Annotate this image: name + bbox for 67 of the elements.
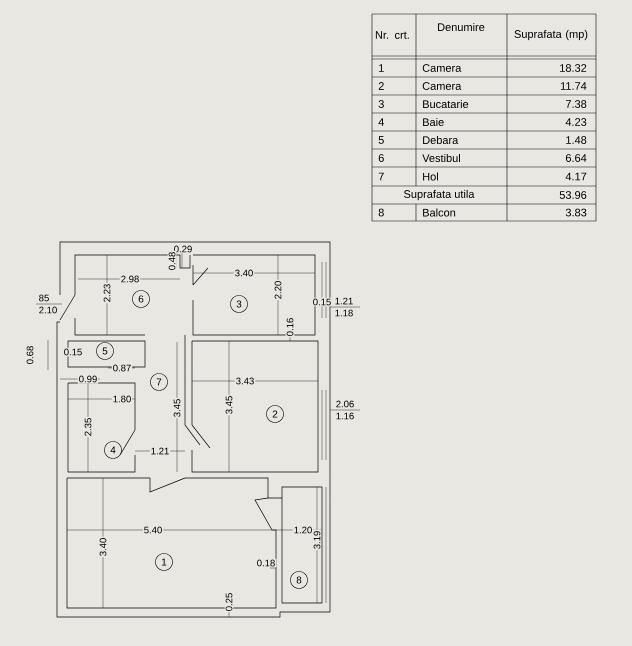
table-entry: Hol — [423, 172, 438, 181]
dimension-label: 3.45 — [224, 394, 234, 416]
dimension-label: 2.23 — [102, 282, 112, 304]
table-entry: Balcon — [423, 208, 456, 217]
dimension-label: 2.98 — [120, 274, 140, 284]
room-number: 7 — [150, 373, 168, 391]
table-entry: 5 — [378, 136, 384, 144]
dimension-label: 3.45 — [172, 398, 182, 418]
table-entry: 7.38 — [566, 100, 586, 108]
dimension-label: 1.18 — [334, 308, 354, 318]
table-entry: Vestibul — [422, 154, 460, 162]
table-entry: Baie — [423, 118, 444, 126]
dimension-label: 1.21 — [150, 446, 170, 456]
table-entry: Suprafata utila — [404, 190, 474, 200]
table-entry: 8 — [378, 208, 384, 216]
dimension-label: 1.80 — [112, 394, 132, 404]
table-entry: 53.96 — [560, 191, 586, 199]
table-entry: 7 — [378, 172, 384, 180]
dimension-label: 0.99 — [78, 374, 98, 384]
table-entry: 6 — [378, 154, 384, 162]
table-entry: 3.83 — [566, 208, 586, 216]
table-entry: 11.74 — [560, 82, 586, 90]
dimension-label: 3.43 — [234, 376, 256, 386]
table-header: Denumire — [438, 22, 484, 32]
table-header: Nr. crt. — [376, 31, 409, 39]
dimension-label: 0.48 — [168, 250, 176, 272]
dimension-label: 0.15 — [62, 348, 84, 356]
dimension-label: 1.21 — [334, 296, 354, 306]
table-entry: 1.48 — [566, 136, 586, 144]
dimension-label: 5.40 — [142, 526, 164, 534]
table-header: Suprafata (mp) — [514, 30, 588, 40]
dimension-label: 0.25 — [224, 592, 234, 612]
table-entry: 4.17 — [566, 172, 586, 180]
dimension-label: 3.40 — [98, 536, 108, 558]
room-number: 6 — [132, 290, 150, 308]
dimension-label: 3.40 — [234, 268, 254, 278]
dimension-label: 1.20 — [292, 526, 314, 534]
table-entry: Camera — [422, 82, 462, 90]
room-number: 1 — [155, 553, 173, 571]
dimension-label: 85 — [38, 294, 50, 302]
dimension-label: 0.87 — [112, 364, 132, 372]
table-entry: 4 — [378, 118, 384, 126]
dimension-label: 0.18 — [256, 558, 276, 568]
dimension-label: 2.06 — [334, 400, 356, 408]
table-entry: 3 — [378, 100, 384, 108]
room-number: 5 — [96, 342, 114, 360]
dimension-label: 0.68 — [26, 344, 34, 366]
table-entry: Debara — [423, 136, 458, 144]
table-entry: 18.32 — [560, 64, 586, 72]
table-entry: Camera — [422, 64, 462, 72]
dimension-label: 2.35 — [84, 416, 92, 438]
dimension-label: 3.19 — [312, 530, 322, 550]
table-entry: 6.64 — [566, 154, 586, 162]
dimension-label: 0.29 — [172, 244, 194, 254]
table-entry: 1 — [379, 64, 384, 72]
room-number: 8 — [290, 571, 308, 589]
table-entry: Bucatarie — [423, 100, 468, 108]
dimension-label: 2.20 — [274, 280, 282, 300]
dimension-label: 2.10 — [38, 306, 58, 314]
table-entry: 4.23 — [566, 118, 586, 126]
room-number: 3 — [230, 295, 248, 313]
dimension-label: 0.15 — [312, 298, 332, 306]
room-number: 2 — [266, 405, 284, 423]
room-number: 4 — [104, 441, 122, 459]
dimension-label: 0.16 — [286, 316, 294, 338]
table-entry: 2 — [378, 82, 384, 90]
dimension-label: 1.16 — [334, 412, 356, 420]
